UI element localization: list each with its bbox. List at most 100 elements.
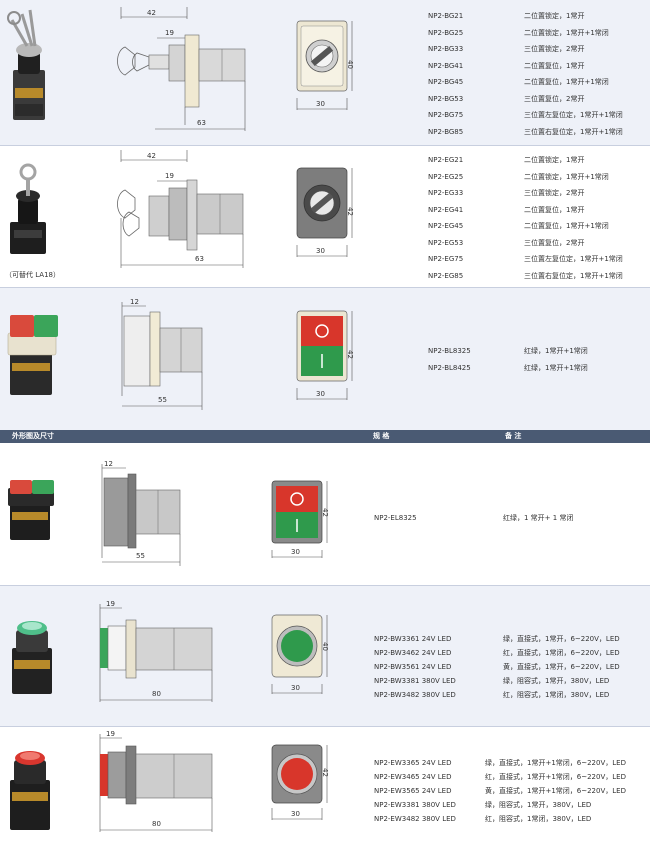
model-note: 红，阻容式，1常闭，380V，LED (485, 815, 592, 823)
model-code: NP2-BW3381 380V LED (374, 677, 456, 685)
model-code: NP2-BG41 (428, 61, 464, 70)
model-note: 二位置复位，1常开+1常闭 (524, 78, 609, 86)
dim-label-80: 80 (152, 690, 161, 698)
model-code: NP2-EW3465 24V LED (374, 773, 452, 781)
section-divider (0, 145, 650, 146)
note-list-s5: 绿，直接式，1常开，6~220V，LED 红，直接式，1常闭，6~220V，LE… (503, 632, 620, 702)
product-photo-pilot-light-green (12, 621, 52, 694)
model-note: 黄，直接式，1常开，6~220V，LED (503, 663, 620, 671)
front-dimension-drawing-3: 42 30 (296, 310, 354, 400)
dim-label-12: 12 (104, 460, 113, 468)
model-code: NP2-EG33 (428, 189, 464, 197)
model-note: 二位置复位，1常开 (524, 61, 585, 70)
model-list-s3: NP2-BL8325 NP2-BL8425 (428, 343, 471, 376)
side-dimension-drawing-2: 42 19 63 (117, 150, 244, 268)
dim-label-30: 30 (291, 810, 300, 818)
model-code: NP2-BL8325 (428, 347, 471, 355)
model-code: NP2-EW3482 380V LED (374, 815, 456, 823)
model-note: 三位置复位，2常开 (524, 238, 585, 247)
dim-label-19: 19 (165, 29, 174, 37)
dim-label-40: 40 (321, 642, 329, 651)
model-note: 绿，直接式，1常开，6~220V，LED (503, 635, 620, 643)
front-dimension-drawing-1: 40 30 (296, 20, 354, 110)
dim-label-63: 63 (195, 255, 204, 263)
model-note: 三位置右复位定，1常开+1常闭 (524, 271, 623, 280)
side-dimension-drawing-4: 12 55 (101, 460, 181, 566)
model-note: 三位置锁定，2常开 (524, 189, 585, 197)
model-note: 黄，直接式，1常开+1常闭，6~220V，LED (485, 787, 626, 795)
model-code: NP2-BG25 (428, 28, 464, 37)
model-code: NP2-BG21 (428, 12, 464, 20)
model-code: NP2-EW3365 24V LED (374, 759, 452, 767)
model-code: NP2-EG75 (428, 255, 464, 263)
dim-label-42: 42 (147, 9, 156, 17)
dim-label-80: 80 (152, 820, 161, 828)
front-dimension-drawing-4: 42 30 (271, 480, 329, 558)
model-code: NP2-BG45 (428, 78, 464, 86)
model-code: NP2-BW3482 380V LED (374, 691, 456, 699)
model-note: 二位置锁定，1常开+1常闭 (524, 172, 609, 181)
model-note: 绿，阻容式，1常开，380V，LED (503, 677, 610, 685)
header-outline-label: 外形图及尺寸 (12, 432, 54, 440)
model-note: 三位置左复位定，1常开+1常闭 (524, 255, 623, 263)
model-code: NP2-BW3561 24V LED (374, 663, 452, 671)
model-code: NP2-BW3462 24V LED (374, 649, 452, 657)
side-dimension-drawing-5: 19 80 (99, 600, 213, 702)
model-code: NP2-EW3381 380V LED (374, 801, 456, 809)
model-note: 三位置复位，2常开 (524, 94, 585, 103)
product-photo-key-switch-1 (7, 9, 45, 120)
dim-label-19: 19 (106, 600, 115, 608)
dim-label-42: 42 (147, 152, 156, 160)
model-note: 红绿，1常开+1常闭 (524, 363, 588, 372)
dim-label-19: 19 (165, 172, 174, 180)
note-list-s2: 二位置锁定，1常开 二位置锁定，1常开+1常闭 三位置锁定，2常开 二位置复位，… (524, 152, 623, 284)
side-dimension-drawing-1: 42 19 63 (117, 7, 246, 131)
model-list-s6: NP2-EW3365 24V LED NP2-EW3465 24V LED NP… (374, 756, 456, 826)
model-note: 三位置锁定，2常开 (524, 45, 585, 53)
model-code: NP2-EW3565 24V LED (374, 787, 452, 795)
dim-label-63: 63 (197, 119, 206, 127)
model-note: 三位置左复位定，1常开+1常闭 (524, 111, 623, 119)
model-code: NP2-EG53 (428, 238, 464, 247)
side-dimension-drawing-3: 12 55 (121, 298, 203, 410)
model-note: 三位置右复位定，1常开+1常闭 (524, 127, 623, 136)
note-list-s6: 绿，直接式，1常开+1常闭，6~220V，LED 红，直接式，1常开+1常闭，6… (485, 756, 626, 826)
model-code: NP2-EG21 (428, 156, 464, 164)
model-note: 红绿，1 常开+ 1 常闭 (503, 514, 574, 522)
dim-label-42: 42 (346, 350, 354, 359)
product-photo-pilot-light-red (10, 751, 50, 830)
dim-label-30: 30 (316, 100, 325, 108)
model-list-s1: NP2-BG21 NP2-BG25 NP2-BG33 NP2-BG41 NP2-… (428, 8, 463, 140)
dim-label-55: 55 (136, 552, 145, 560)
front-dimension-drawing-2: 42 30 (296, 167, 354, 257)
dim-label-19: 19 (106, 730, 115, 738)
model-note: 绿，直接式，1常开+1常闭，6~220V，LED (485, 759, 626, 767)
dim-label-42: 42 (321, 768, 329, 777)
model-code: NP2-BG75 (428, 111, 464, 119)
dim-label-30: 30 (291, 684, 300, 692)
model-code: NP2-BG33 (428, 45, 464, 53)
model-code: NP2-EL8325 (374, 514, 417, 522)
model-note: 红绿，1常开+1常闭 (524, 347, 588, 355)
model-code: NP2-EG85 (428, 271, 464, 280)
model-list-s2: NP2-EG21 NP2-EG25 NP2-EG33 NP2-EG41 NP2-… (428, 152, 463, 284)
product-photo-key-switch-2 (10, 163, 46, 254)
dim-label-30: 30 (291, 548, 300, 556)
model-note: 红，直接式，1常闭，6~220V，LED (503, 649, 620, 657)
model-note: 绿，阻容式，1常开，380V，LED (485, 801, 592, 809)
model-note: 二位置锁定，1常开+1常闭 (524, 28, 609, 37)
substitute-caption: （可替代 LA18） (5, 271, 60, 279)
section-divider (0, 726, 650, 727)
model-code: NP2-BG85 (428, 127, 464, 136)
note-list-s3: 红绿，1常开+1常闭 红绿，1常开+1常闭 (524, 343, 588, 376)
model-note: 红，直接式，1常开+1常闭，6~220V，LED (485, 773, 626, 781)
model-note: 二位置锁定，1常开 (524, 156, 585, 164)
dim-label-42: 42 (321, 508, 329, 517)
model-code: NP2-EG45 (428, 222, 464, 230)
section-divider (0, 585, 650, 586)
front-dimension-drawing-6: 42 30 (271, 744, 329, 820)
dim-label-30: 30 (316, 390, 325, 398)
side-dimension-drawing-6: 19 80 (99, 730, 213, 832)
product-photo-dual-button-2 (8, 480, 54, 540)
dim-label-12: 12 (130, 298, 139, 306)
